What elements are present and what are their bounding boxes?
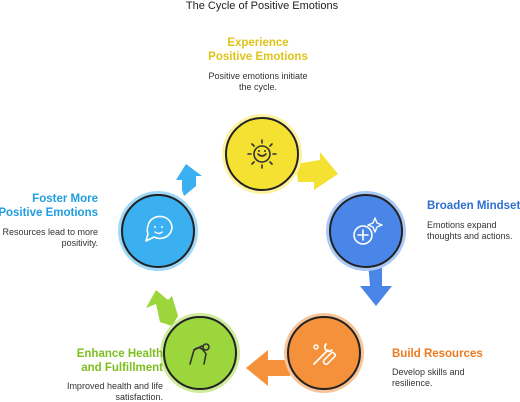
node-broaden-circle [329, 194, 403, 268]
experience-heading-line-2: Positive Emotions [208, 51, 308, 63]
label-enhance: Enhance Health and Fulfillment Improved … [67, 348, 163, 402]
foster-heading-line-1: Foster More [32, 193, 98, 205]
experience-heading-line-1: Experience [227, 37, 288, 49]
cycle-arrows [146, 152, 392, 386]
node-experience-circle [225, 117, 299, 191]
foster-heading-line-2: Positive Emotions [0, 207, 98, 219]
arrow-broaden-to-build [360, 262, 392, 306]
broaden-description-line-2: thoughts and actions. [427, 231, 513, 241]
arrow-enhance-to-foster [146, 290, 178, 326]
label-build: Build Resources Develop skills and resil… [392, 348, 483, 388]
foster-description-line-2: positivity. [62, 238, 98, 248]
node-build [284, 313, 364, 393]
stretching-person-icon [189, 343, 210, 365]
broaden-heading: Broaden Mindset [427, 200, 520, 212]
label-experience: Experience Positive Emotions Positive em… [208, 37, 308, 92]
broaden-description-line-1: Emotions expand [427, 220, 497, 230]
node-foster-circle [121, 194, 195, 268]
build-description-line-1: Develop skills and [392, 367, 465, 377]
enhance-description-line-1: Improved health and life [67, 381, 163, 391]
smiling-sun-icon [247, 139, 277, 169]
chat-smile-icon [145, 215, 173, 242]
foster-description-line-1: Resources lead to more [2, 227, 98, 237]
enhance-description-line-2: satisfaction. [115, 392, 163, 402]
experience-description-line-2: the cycle. [239, 82, 277, 92]
build-description-line-2: resilience. [392, 378, 433, 388]
node-enhance [160, 313, 240, 393]
node-broaden [326, 191, 406, 271]
label-foster: Foster More Positive Emotions Resources … [0, 193, 98, 248]
node-enhance-circle [163, 316, 237, 390]
diagram-title: The Cycle of Positive Emotions [186, 0, 339, 12]
node-experience [222, 114, 302, 194]
arrow-build-to-enhance [246, 350, 290, 386]
arrow-experience-to-broaden [296, 152, 338, 190]
build-heading: Build Resources [392, 348, 483, 360]
add-sparkle-icon [353, 217, 383, 245]
label-broaden: Broaden Mindset Emotions expand thoughts… [427, 200, 520, 241]
arrow-foster-to-experience [176, 164, 202, 196]
node-foster [118, 191, 198, 271]
tools-icon [313, 343, 337, 366]
enhance-heading-line-2: and Fulfillment [81, 362, 163, 374]
enhance-heading-line-1: Enhance Health [77, 348, 163, 360]
experience-description-line-1: Positive emotions initiate [208, 71, 307, 81]
